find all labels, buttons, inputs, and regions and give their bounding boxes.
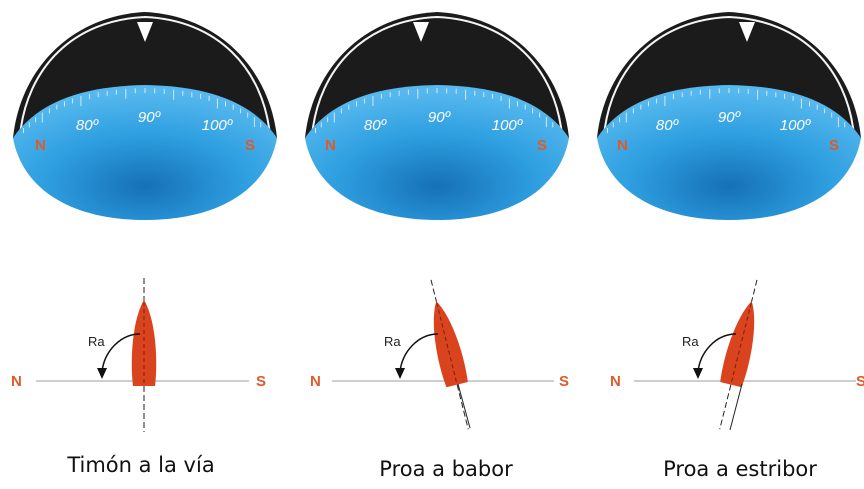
boat-north-label: N [610, 373, 621, 390]
rudder-angle-label: Ra [88, 334, 105, 349]
tick-label-90: 90º [138, 109, 162, 126]
boat-north-label: N [310, 373, 321, 390]
lubber-line-marker [137, 22, 153, 42]
boat-south-label: S [856, 373, 864, 390]
compass-rim-arc [19, 15, 271, 136]
compass-blue-card [13, 85, 277, 220]
rudder-angle-arrow [101, 333, 141, 373]
rudder-angle-arrow [697, 333, 737, 373]
boat-caption: Timón a la vía [66, 453, 214, 477]
rudder-angle-arrowhead [395, 368, 405, 379]
rudder-wake-line [457, 383, 471, 429]
compass-scale-ticks [607, 88, 846, 133]
compass-north-label: N [617, 137, 628, 154]
tick-label-80: 80º [76, 117, 100, 134]
compass-scale-ticks [315, 88, 554, 133]
tick-label-90: 90º [718, 109, 742, 126]
compass-panel-1: 80º 90º 100º N S [13, 12, 277, 220]
rudder-angle-label: Ra [682, 334, 699, 349]
tick-label-100: 100º [202, 117, 234, 134]
compass-rim-arc [603, 15, 855, 136]
boat-hull [131, 300, 157, 386]
boat-hull [433, 301, 468, 388]
rudder-angle-label: Ra [384, 334, 401, 349]
boat-south-label: S [256, 373, 266, 390]
tick-label-80: 80º [364, 117, 388, 134]
boat-north-label: N [11, 373, 22, 390]
keel-centerline [436, 303, 458, 385]
rudder-wake-line [729, 383, 743, 431]
compass-panel-3: 80º 90º 100º N S [597, 12, 861, 220]
boat-panel-1: Ra N S Timón a la vía [11, 278, 266, 477]
compass-rim-arc [311, 15, 563, 136]
tick-label-90: 90º [428, 109, 452, 126]
boat-south-label: S [559, 373, 569, 390]
lubber-line-marker [413, 22, 429, 42]
compass-south-label: S [829, 137, 839, 154]
lubber-line-marker [739, 22, 755, 42]
tick-label-100: 100º [780, 117, 812, 134]
compass-blue-card [305, 85, 569, 220]
boat-caption: Proa a estribor [663, 457, 817, 481]
rudder-angle-arrowhead [693, 368, 703, 379]
boat-caption: Proa a babor [379, 457, 513, 481]
boat-panel-3: Ra N S Proa a estribor [610, 279, 864, 481]
compass-north-label: N [35, 137, 46, 154]
tilted-boat [430, 279, 469, 430]
compass-north-label: N [325, 137, 336, 154]
boat-panel-2: Ra N S Proa a babor [310, 279, 569, 481]
boat-hull [720, 301, 755, 388]
compass-scale-ticks [23, 88, 262, 133]
compass-south-label: S [537, 137, 547, 154]
compass-south-label: S [245, 137, 255, 154]
rudder-angle-arrow [399, 333, 439, 373]
compass-panel-2: 80º 90º 100º N S [305, 12, 569, 220]
rudder-angle-arrowhead [97, 368, 107, 379]
tick-label-100: 100º [492, 117, 524, 134]
tilted-boat [719, 279, 758, 430]
tick-label-80: 80º [656, 117, 680, 134]
compass-blue-card [597, 85, 861, 220]
